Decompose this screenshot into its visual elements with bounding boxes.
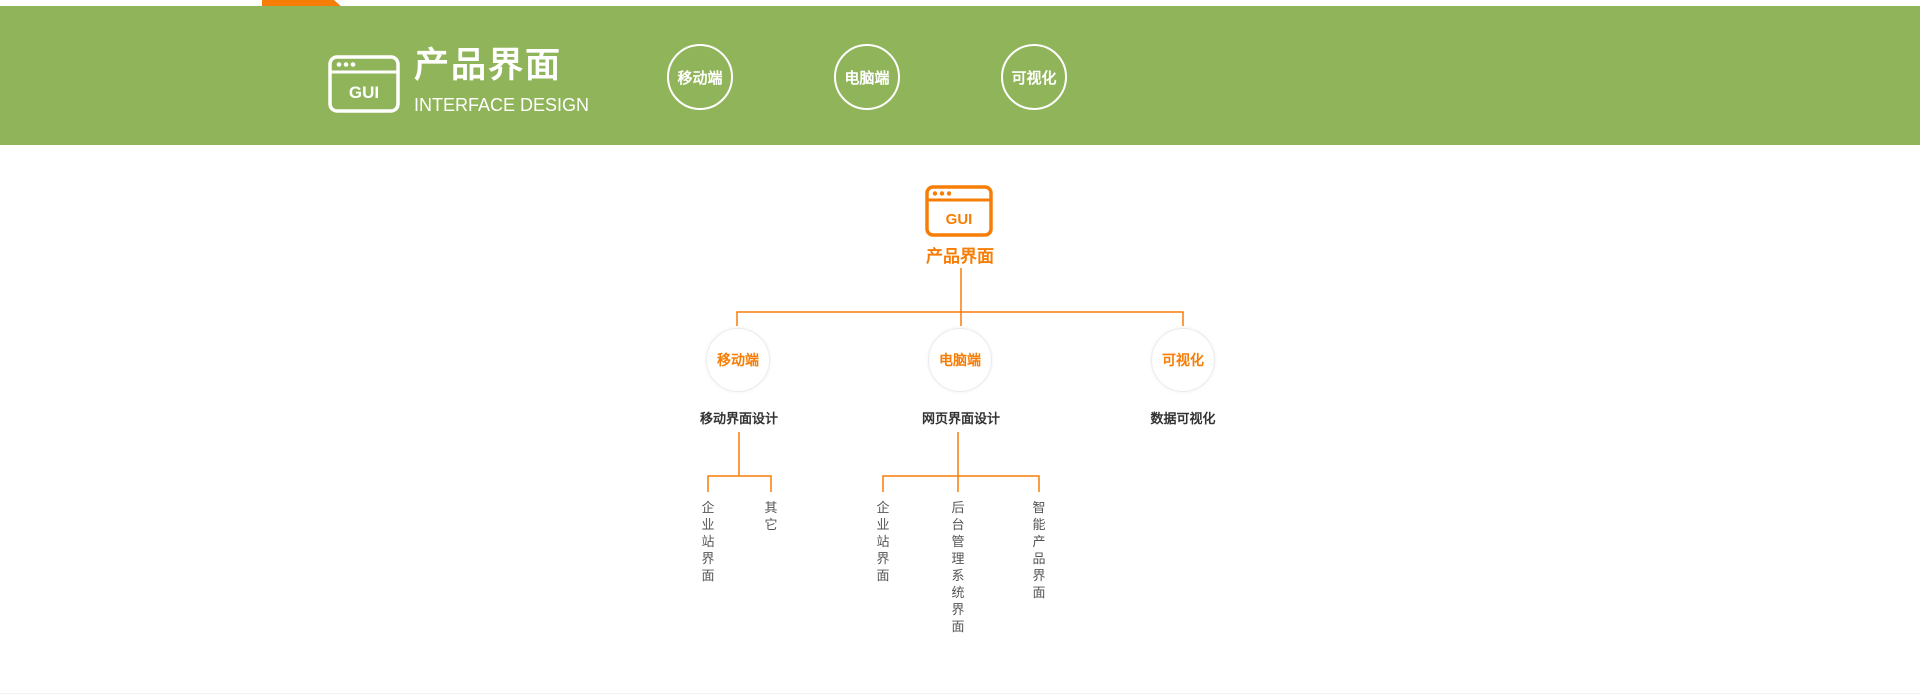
branch-label-data-viz: 数据可视化 xyxy=(1150,412,1216,427)
tree-node-mobile: 移动端 xyxy=(706,328,770,392)
leaf-web-admin-system: 后台管理系统界面 xyxy=(951,501,965,635)
gui-window-icon: GUI xyxy=(328,55,400,113)
page-subtitle: INTERFACE DESIGN xyxy=(414,95,590,115)
leaf-web-smart-product: 智能产品界面 xyxy=(1032,501,1046,601)
leaf-web-enterprise-site: 企业站界面 xyxy=(876,501,890,584)
bottom-divider xyxy=(0,693,1920,694)
root-gui-icon: GUI xyxy=(925,185,993,237)
tree-root-label: 产品界面 xyxy=(926,247,994,267)
page-title: 产品界面 xyxy=(414,46,563,86)
leaf-mobile-enterprise-site: 企业站界面 xyxy=(701,501,715,584)
nav-desktop-button[interactable]: 电脑端 xyxy=(834,44,900,110)
banner-icon-text: GUI xyxy=(349,83,379,102)
branch-label-web: 网页界面设计 xyxy=(921,412,1000,427)
nav-visualization-button[interactable]: 可视化 xyxy=(1001,44,1067,110)
tree-node-desktop: 电脑端 xyxy=(928,328,992,392)
leaf-mobile-other: 其它 xyxy=(764,501,778,533)
tree-node-visualization: 可视化 xyxy=(1151,328,1215,392)
root-icon-text: GUI xyxy=(946,211,973,228)
branch-label-mobile: 移动界面设计 xyxy=(699,412,778,427)
nav-mobile-button[interactable]: 移动端 xyxy=(667,44,733,110)
header-banner: GUI 产品界面 INTERFACE DESIGN 移动端 电脑端 可视化 xyxy=(0,6,1920,145)
